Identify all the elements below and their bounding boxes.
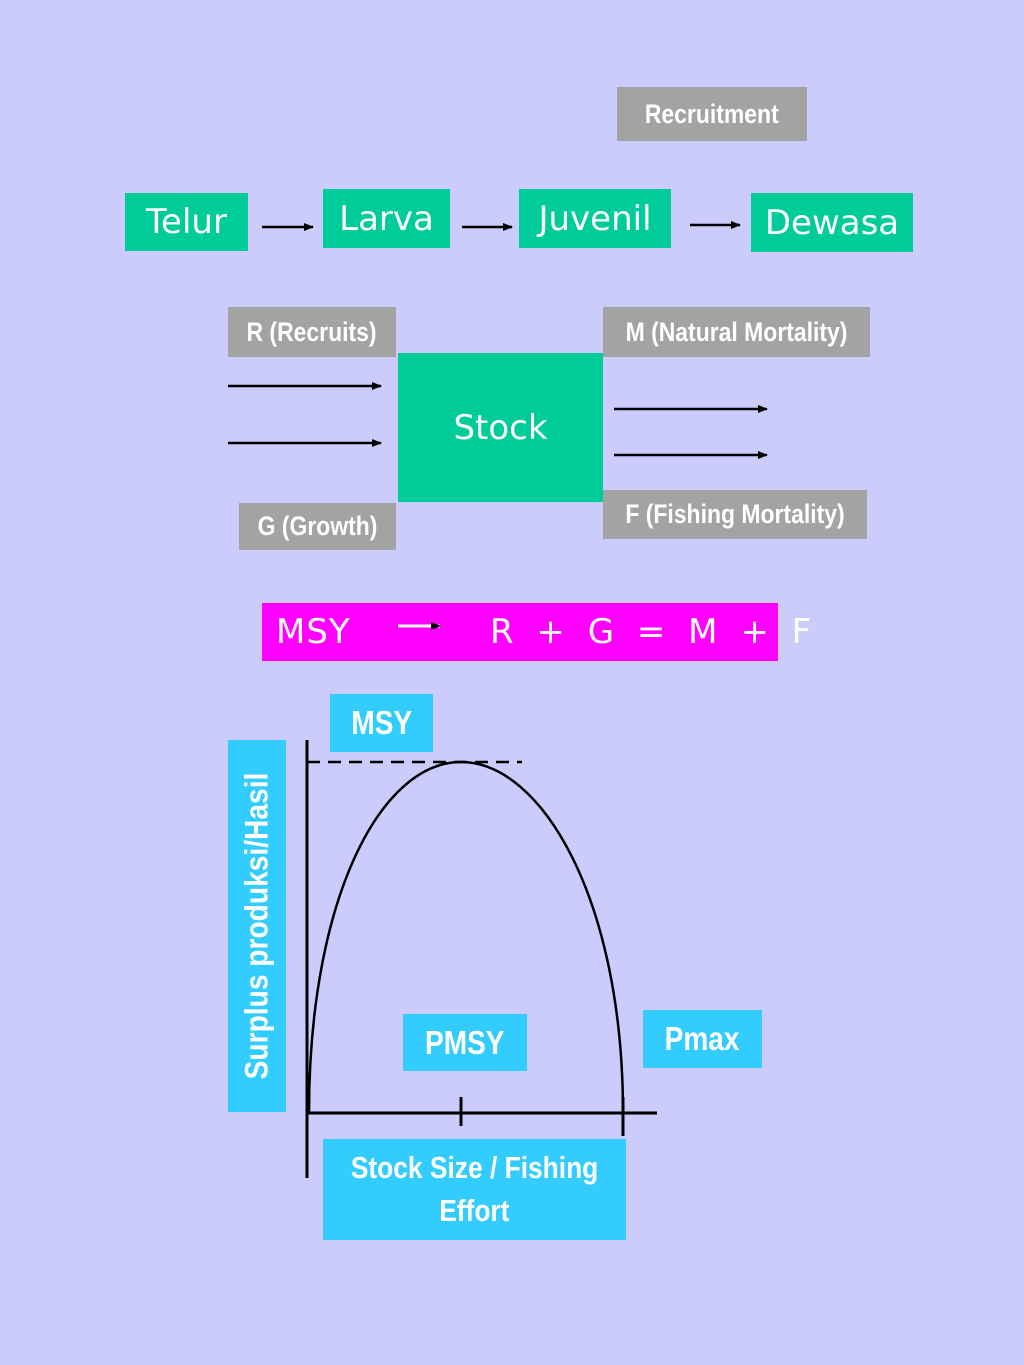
growth-label: G (Growth) [239, 503, 396, 550]
fishing-mortality-label: F (Fishing Mortality) [603, 490, 867, 539]
equation-formula: R + G = M + F [490, 612, 814, 652]
yield-curve [307, 760, 625, 1114]
stage-telur: Telur [125, 193, 248, 251]
recruits-label: R (Recruits) [228, 307, 396, 357]
stage-juvenil: Juvenil [519, 189, 671, 248]
y-axis-label: Surplus produksi/Hasil [228, 740, 286, 1112]
pmax-label: Pmax [643, 1010, 762, 1068]
stock-box: Stock [398, 353, 603, 502]
x-axis-label-line1: Stock Size / Fishing [350, 1149, 599, 1185]
stage-dewasa: Dewasa [751, 193, 913, 252]
natural-mortality-label: M (Natural Mortality) [603, 307, 870, 357]
equation-msy: MSY [276, 612, 351, 652]
x-axis-label: Stock Size / Fishing Effort [323, 1139, 626, 1240]
recruitment-label: Recruitment [617, 87, 807, 141]
x-axis-label-line2: Effort [439, 1192, 510, 1228]
msy-peak-label: MSY [330, 694, 433, 752]
stage-larva: Larva [323, 189, 450, 248]
msy-equation: MSY R + G = M + F [262, 603, 811, 661]
pmsy-label: PMSY [403, 1014, 527, 1071]
